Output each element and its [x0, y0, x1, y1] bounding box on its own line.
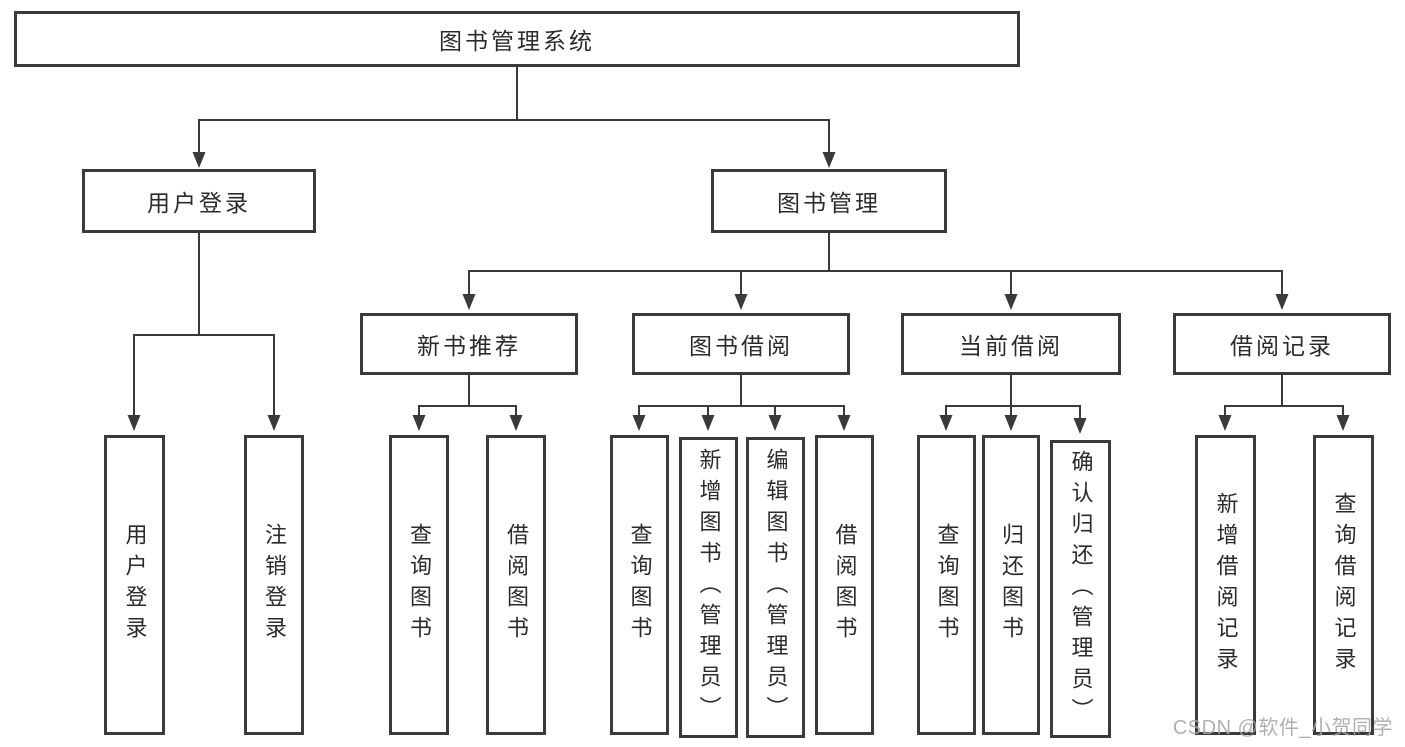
diagram-node-borrowing-records: 借阅记录	[1173, 313, 1391, 375]
diagram-node-bb-borrow-books: 借阅图书	[815, 435, 874, 735]
node-label: 图书借阅	[689, 333, 793, 359]
diagram-node-book-management: 图书管理	[711, 169, 947, 233]
node-label: 当前借阅	[959, 333, 1063, 359]
diagram-node-bb-edit-books: 编辑图书（管理员）	[746, 437, 805, 738]
node-label: 图书管理系统	[439, 28, 595, 54]
node-label: 借阅记录	[1230, 333, 1334, 359]
node-label: 确认归还（管理员）	[1068, 449, 1094, 729]
node-label: 借阅图书	[504, 523, 529, 647]
diagram-node-new-book-recommend: 新书推荐	[360, 313, 578, 375]
diagram-node-book-borrowing: 图书借阅	[632, 313, 850, 375]
node-label: 借阅图书	[832, 523, 858, 647]
diagram-node-nb-borrow-books: 借阅图书	[486, 435, 546, 735]
diagram-node-cb-return-books: 归还图书	[982, 435, 1040, 735]
node-label: 用户登录	[147, 190, 251, 216]
diagram-node-user-logout: 注销登录	[244, 435, 304, 735]
node-label: 查询借阅记录	[1331, 492, 1357, 678]
diagram-node-current-borrowing: 当前借阅	[901, 313, 1121, 375]
diagram-node-cb-query-books: 查询图书	[917, 435, 976, 735]
csdn-watermark: CSDN @软件_小贺同学	[1172, 717, 1393, 739]
diagram-node-br-add-record: 新增借阅记录	[1195, 435, 1256, 735]
node-label: 注销登录	[262, 523, 287, 647]
diagram-node-cb-confirm-return: 确认归还（管理员）	[1050, 440, 1111, 738]
diagram-node-library-system: 图书管理系统	[14, 11, 1020, 67]
node-label: 查询图书	[407, 523, 432, 647]
node-label: 新书推荐	[417, 333, 521, 359]
node-label: 归还图书	[999, 523, 1024, 647]
node-label: 新增图书（管理员）	[696, 448, 722, 727]
diagram-node-nb-query-books: 查询图书	[389, 435, 449, 735]
diagram-node-bb-add-books: 新增图书（管理员）	[679, 437, 738, 738]
node-label: 新增借阅记录	[1213, 492, 1239, 678]
node-label: 查询图书	[934, 523, 960, 647]
node-label: 图书管理	[777, 190, 881, 216]
diagram-node-bb-query-books: 查询图书	[610, 435, 669, 735]
diagram-node-user-login: 用户登录	[104, 435, 165, 735]
diagram-node-br-query-record: 查询借阅记录	[1313, 435, 1374, 735]
node-label: 编辑图书（管理员）	[763, 448, 789, 727]
node-label: 用户登录	[122, 523, 148, 647]
node-label: 查询图书	[627, 523, 653, 647]
diagram-node-user-login-branch: 用户登录	[82, 169, 316, 233]
